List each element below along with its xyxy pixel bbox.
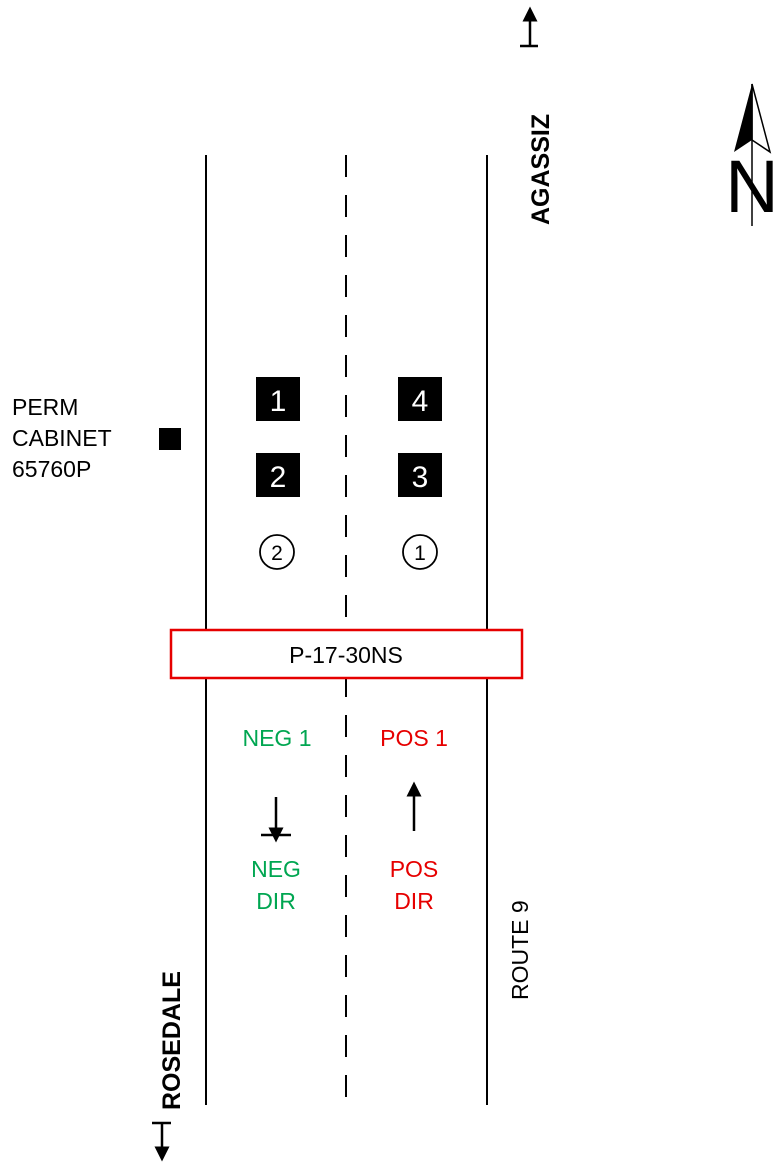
lane-1-label: 1 xyxy=(414,542,426,565)
detector-1-label: 1 xyxy=(270,385,287,418)
detector-3-label: 3 xyxy=(412,461,429,494)
north-letter: N xyxy=(725,145,773,228)
neg-dir-line2: DIR xyxy=(256,888,296,914)
lane-2-label: 2 xyxy=(271,542,283,565)
detector-2-label: 2 xyxy=(270,461,287,494)
lane-2-circle xyxy=(259,534,295,570)
neg-dir-line1: NEG xyxy=(251,856,301,882)
detector-4-label: 4 xyxy=(412,385,429,418)
pos-lane-label: POS 1 xyxy=(380,725,448,751)
south-direction-label: ROSEDALE xyxy=(158,971,186,1110)
detector-3-box xyxy=(398,453,442,497)
north-arrow-icon: N xyxy=(725,83,773,228)
detector-4-box xyxy=(398,377,442,421)
cabinet-label-line2: CABINET xyxy=(12,425,112,451)
station-label: P-17-30NS xyxy=(289,642,403,668)
station-box xyxy=(169,628,524,680)
lane-1-circle xyxy=(402,534,438,570)
road-name-label: ROUTE 9 xyxy=(507,900,533,1000)
cabinet-icon xyxy=(159,428,181,450)
cabinet-label-line3: 65760P xyxy=(12,456,91,482)
detector-1-box xyxy=(256,377,300,421)
neg-lane-label: NEG 1 xyxy=(242,725,311,751)
pos-dir-line1: POS xyxy=(390,856,439,882)
cabinet-label-line1: PERM xyxy=(12,394,78,420)
detector-2-box xyxy=(256,453,300,497)
north-direction-label: AGASSIZ xyxy=(527,114,555,225)
pos-dir-line2: DIR xyxy=(394,888,434,914)
